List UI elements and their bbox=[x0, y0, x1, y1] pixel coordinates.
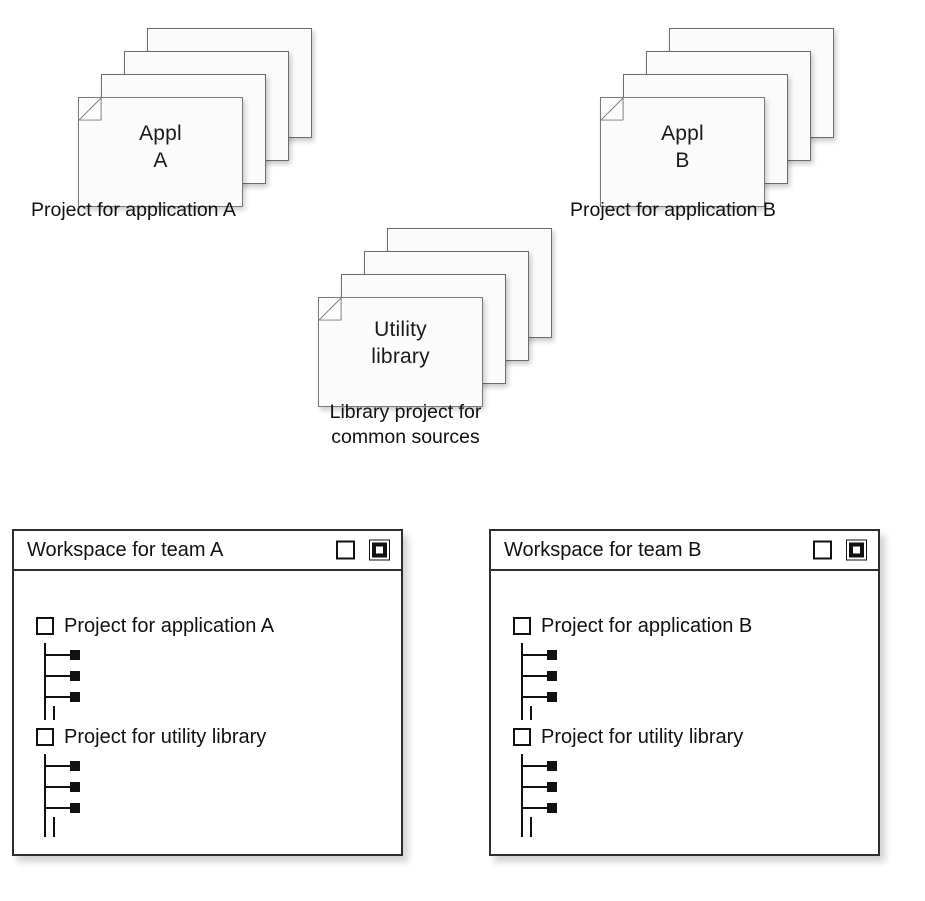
tree-group: Project for application B bbox=[513, 609, 752, 720]
tree-node-label: Project for utility library bbox=[541, 725, 744, 748]
tree-group: Project for utility library bbox=[36, 720, 274, 837]
leaf-node-box-icon bbox=[547, 782, 557, 792]
tree-trunk-tail bbox=[45, 817, 274, 837]
tree-leaf[interactable] bbox=[522, 754, 752, 775]
document-label-project-a: Appl A bbox=[139, 122, 182, 172]
tree-leaf[interactable] bbox=[45, 664, 274, 685]
tree-node-label: Project for application B bbox=[541, 614, 753, 637]
maximize-inner-square bbox=[849, 542, 864, 558]
leaf-node-box-icon bbox=[547, 671, 557, 681]
tree-children bbox=[36, 643, 274, 720]
restore-button-icon[interactable] bbox=[813, 540, 832, 560]
window-workspace-a[interactable]: Workspace for team A Project for applica… bbox=[12, 529, 403, 856]
leaf-node-box-icon bbox=[70, 782, 80, 792]
document-label-project-b: Appl B bbox=[661, 122, 704, 172]
tree-leaf[interactable] bbox=[45, 754, 274, 775]
tree-leaf[interactable] bbox=[522, 664, 752, 685]
tree-leaf[interactable] bbox=[45, 796, 274, 817]
leaf-node-box-icon bbox=[547, 803, 557, 813]
maximize-button-icon[interactable] bbox=[846, 539, 867, 561]
folded-corner-icon bbox=[600, 97, 624, 121]
tree-trunk-segment bbox=[45, 706, 274, 720]
caption-project-b: Project for application B bbox=[570, 199, 776, 221]
tree-trunk-segment bbox=[522, 706, 752, 720]
leaf-node-box-icon bbox=[70, 650, 80, 660]
window-workspace-b[interactable]: Workspace for team B Project for applica… bbox=[489, 529, 880, 856]
tree-node-project[interactable]: Project for utility library bbox=[513, 720, 752, 754]
project-node-box-icon bbox=[36, 617, 54, 635]
tree-children bbox=[36, 754, 274, 837]
tree-node-project[interactable]: Project for application A bbox=[36, 609, 274, 643]
window-body-workspace-b: Project for application B bbox=[491, 571, 878, 854]
document-stack-project-b: Appl B bbox=[600, 28, 855, 207]
leaf-node-box-icon bbox=[70, 692, 80, 702]
document-stack-utility-library: Utility library bbox=[318, 228, 573, 407]
window-title-workspace-a: Workspace for team A bbox=[27, 538, 224, 561]
tree-node-project[interactable]: Project for utility library bbox=[36, 720, 274, 754]
restore-button-icon[interactable] bbox=[336, 540, 355, 560]
tree-node-project[interactable]: Project for application B bbox=[513, 609, 752, 643]
leaf-node-box-icon bbox=[70, 671, 80, 681]
document-sheet-front: Appl A bbox=[78, 97, 243, 207]
caption-project-a: Project for application A bbox=[31, 199, 236, 221]
leaf-node-box-icon bbox=[70, 761, 80, 771]
tree-leaf[interactable] bbox=[45, 775, 274, 796]
folded-corner-icon bbox=[78, 97, 102, 121]
tree-leaf[interactable] bbox=[522, 643, 752, 664]
project-node-box-icon bbox=[513, 617, 531, 635]
tree-children bbox=[513, 643, 752, 720]
maximize-button-icon[interactable] bbox=[369, 539, 390, 561]
tree-node-label: Project for application A bbox=[64, 614, 275, 637]
titlebar-workspace-b[interactable]: Workspace for team B bbox=[491, 531, 878, 571]
tree-children bbox=[513, 754, 752, 837]
leaf-node-box-icon bbox=[547, 692, 557, 702]
tree-group: Project for utility library bbox=[513, 720, 752, 837]
document-stack-project-a: Appl A bbox=[78, 28, 333, 207]
tree-leaf[interactable] bbox=[45, 643, 274, 664]
caption-utility-library: Library project for common sources bbox=[329, 401, 482, 448]
tree-leaf[interactable] bbox=[522, 685, 752, 706]
project-tree-workspace-a: Project for application A bbox=[36, 609, 274, 837]
tree-leaf[interactable] bbox=[522, 796, 752, 817]
document-sheet-front: Utility library bbox=[318, 297, 483, 407]
window-title-workspace-b: Workspace for team B bbox=[504, 538, 702, 561]
document-sheet-front: Appl B bbox=[600, 97, 765, 207]
project-node-box-icon bbox=[36, 728, 54, 746]
titlebar-workspace-a[interactable]: Workspace for team A bbox=[14, 531, 401, 571]
tree-leaf[interactable] bbox=[522, 775, 752, 796]
window-buttons-workspace-a bbox=[336, 539, 390, 561]
project-node-box-icon bbox=[513, 728, 531, 746]
tree-leaf[interactable] bbox=[45, 685, 274, 706]
window-buttons-workspace-b bbox=[813, 539, 867, 561]
window-body-workspace-a: Project for application A bbox=[14, 571, 401, 854]
tree-node-label: Project for utility library bbox=[64, 725, 267, 748]
tree-trunk-tail bbox=[522, 817, 752, 837]
leaf-node-box-icon bbox=[547, 650, 557, 660]
document-label-utility-library: Utility library bbox=[371, 318, 430, 368]
maximize-inner-square bbox=[372, 542, 387, 558]
project-tree-workspace-b: Project for application B bbox=[513, 609, 752, 837]
leaf-node-box-icon bbox=[547, 761, 557, 771]
tree-group: Project for application A bbox=[36, 609, 274, 720]
leaf-node-box-icon bbox=[70, 803, 80, 813]
